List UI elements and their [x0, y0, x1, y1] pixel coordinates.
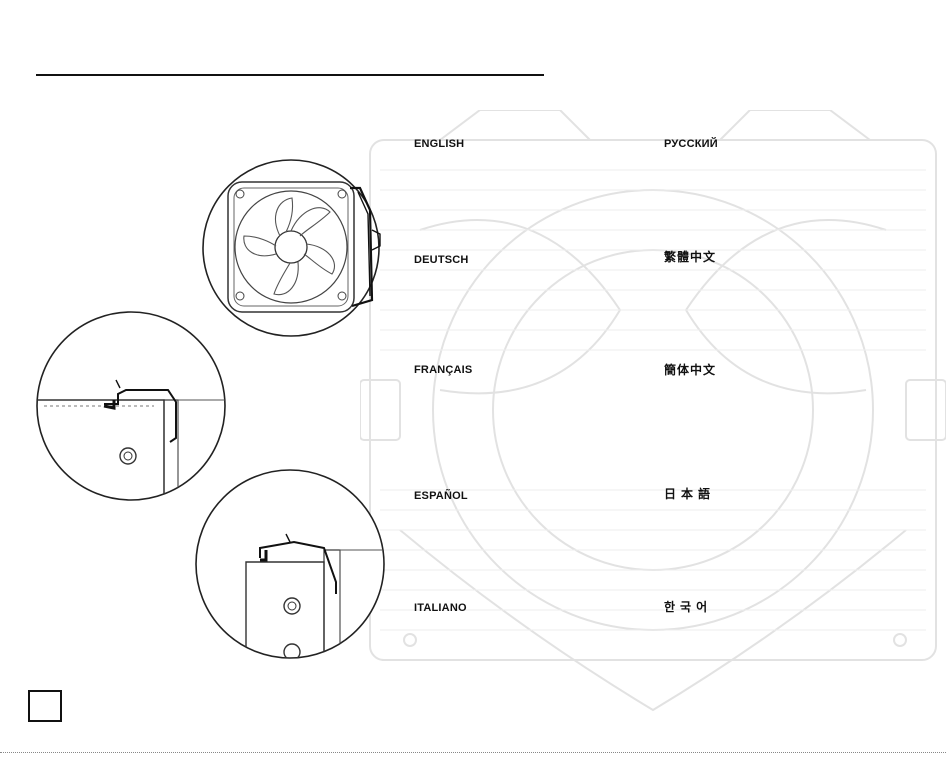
page-number-box [28, 690, 62, 722]
clip-attached-diagram [194, 466, 390, 662]
language-heading-english: ENGLISH [414, 139, 464, 150]
language-heading-italiano: ITALIANO [414, 603, 467, 614]
language-heading-simplified-chinese: 簡体中文 [664, 364, 716, 376]
language-heading-espanol: ESPAÑOL [414, 491, 468, 502]
language-heading-japanese: 日本語 [664, 488, 715, 500]
language-heading-francais: FRANÇAIS [414, 365, 472, 376]
language-heading-traditional-chinese: 繁體中文 [664, 251, 716, 263]
header-rule [36, 74, 544, 76]
language-heading-russian: РУССКИЙ [664, 139, 718, 150]
cooler-background-illustration [360, 110, 946, 755]
language-heading-korean: 한국어 [664, 601, 712, 613]
page-bottom-edge [0, 752, 946, 753]
clip-hook-diagram [34, 310, 230, 502]
language-heading-deutsch: DEUTSCH [414, 255, 469, 266]
fan-clip-diagram [200, 150, 386, 346]
